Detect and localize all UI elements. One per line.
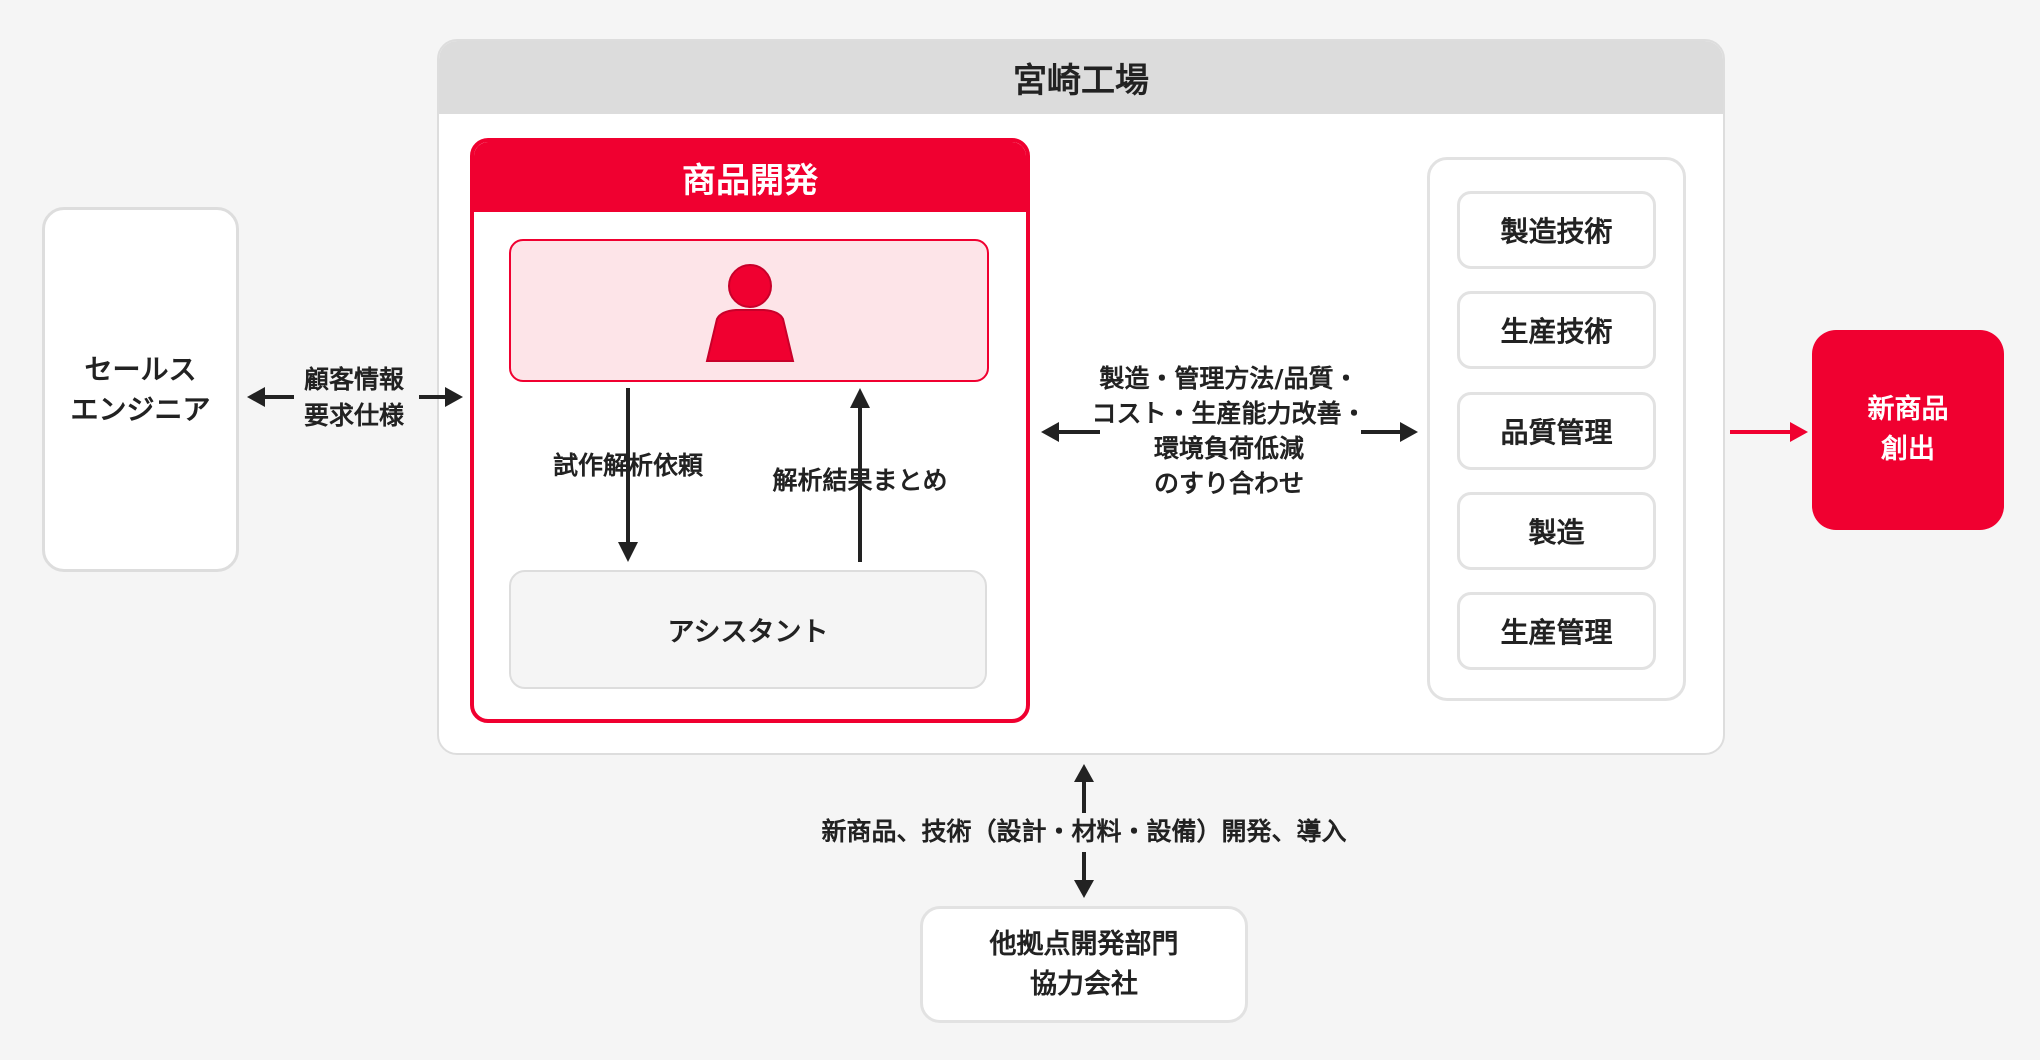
department-item: 製造技術 [1457, 191, 1656, 269]
assistant-box: アシスタント [509, 570, 987, 689]
middle-link-line1: 製造・管理方法/品質・ [1099, 364, 1359, 393]
department-item: 生産管理 [1457, 592, 1656, 670]
arrow-right-red-icon [1730, 422, 1808, 442]
partner-line1: 他拠点開発部門 [989, 928, 1179, 960]
person-icon [705, 264, 795, 362]
arrow-down-icon [1074, 852, 1094, 898]
arrow-right-icon [419, 387, 463, 407]
arrow-up-icon [1074, 764, 1094, 813]
output-line2: 創出 [1881, 434, 1935, 465]
output-line1: 新商品 [1867, 394, 1949, 425]
arrow-right-icon [1361, 422, 1418, 442]
sales-line2: エンジニア [70, 392, 211, 426]
sales-link-line1: 顧客情報 [303, 365, 405, 394]
department-item: 製造 [1457, 492, 1656, 570]
arrow-down-icon [618, 388, 638, 562]
arrow-left-icon [1041, 422, 1100, 442]
sales-link-label: 顧客情報 要求仕様 [304, 362, 404, 434]
product-development-title: 商品開発 [474, 142, 1026, 212]
partner-box: 他拠点開発部門協力会社 [920, 906, 1248, 1023]
department-item: 生産技術 [1457, 291, 1656, 369]
middle-link-line4: のすり合わせ [1153, 469, 1305, 498]
partner-line2: 協力会社 [1030, 968, 1138, 1000]
department-item: 品質管理 [1457, 392, 1656, 470]
arrow-left-icon [247, 387, 294, 407]
factory-title: 宮崎工場 [439, 41, 1723, 114]
middle-link-label: 製造・管理方法/品質・ コスト・生産能力改善・ 環境負荷低減 のすり合わせ [1091, 361, 1366, 501]
sales-engineer-box: セールスエンジニア [42, 207, 239, 572]
developer-box [509, 239, 989, 382]
middle-link-line3: 環境負荷低減 [1153, 434, 1305, 463]
bottom-link-label: 新商品、技術（設計・材料・設備）開発、導入 [815, 814, 1353, 850]
new-product-box: 新商品創出 [1812, 330, 2004, 530]
middle-link-line2: コスト・生産能力改善・ [1091, 399, 1367, 428]
sales-link-line2: 要求仕様 [303, 401, 405, 430]
sales-line1: セールス [84, 352, 197, 386]
arrow-up-icon [850, 388, 870, 562]
